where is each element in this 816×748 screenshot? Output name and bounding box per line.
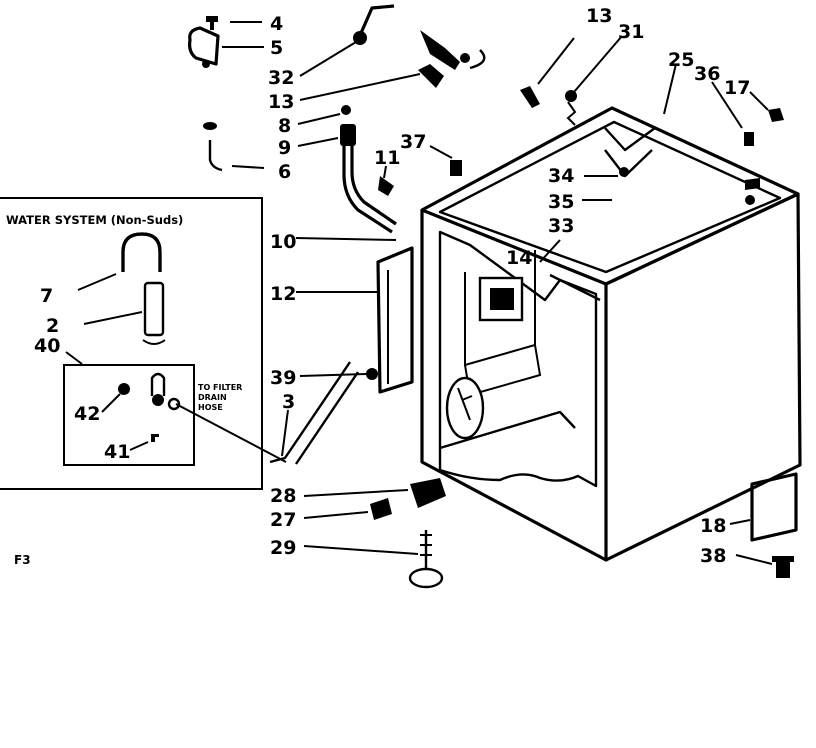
cabinet-25 <box>420 90 802 562</box>
callout-9: 9 <box>278 137 291 159</box>
inset-note-line1: TO FILTER <box>198 383 242 392</box>
callout-42: 42 <box>74 403 100 425</box>
callout-28: 28 <box>270 485 296 507</box>
callout-13-right: 13 <box>586 5 612 27</box>
callout-13-left: 13 <box>268 91 294 113</box>
hose-assembly <box>269 105 414 465</box>
water-system-inset: WATER SYSTEM (Non-Suds) TO FILTER DRAIN … <box>0 197 263 490</box>
callout-32: 32 <box>268 67 294 89</box>
inset-subbox-40 <box>63 364 195 466</box>
callout-31: 31 <box>618 21 644 43</box>
callout-17: 17 <box>724 77 750 99</box>
callout-7: 7 <box>40 285 53 307</box>
callout-5: 5 <box>270 37 283 59</box>
callout-14: 14 <box>506 247 532 269</box>
callout-18: 18 <box>700 515 726 537</box>
callout-10: 10 <box>270 231 296 253</box>
inset-note-line2: DRAIN <box>198 393 227 402</box>
callout-36: 36 <box>694 63 720 85</box>
bottom-parts <box>370 472 798 589</box>
callout-33: 33 <box>548 215 574 237</box>
callout-11: 11 <box>374 147 400 169</box>
callout-37: 37 <box>400 131 426 153</box>
inset-title: WATER SYSTEM (Non-Suds) <box>6 213 183 227</box>
callout-34: 34 <box>548 165 574 187</box>
callout-6: 6 <box>278 161 291 183</box>
callout-40: 40 <box>34 335 60 357</box>
callout-29: 29 <box>270 537 296 559</box>
callout-numbers: 4 5 32 13 8 9 6 11 37 10 12 39 3 13 31 2… <box>14 5 750 567</box>
top-left-parts <box>188 4 784 196</box>
inset-note-line3: HOSE <box>198 403 223 412</box>
callout-4: 4 <box>270 13 283 35</box>
callout-27: 27 <box>270 509 296 531</box>
callout-35: 35 <box>548 191 574 213</box>
callout-38: 38 <box>700 545 726 567</box>
callout-8: 8 <box>278 115 291 137</box>
leader-lines <box>65 21 773 565</box>
callout-41: 41 <box>104 441 130 463</box>
callout-2: 2 <box>46 315 59 337</box>
callout-3: 3 <box>282 391 295 413</box>
figure-reference: F3 <box>14 553 31 567</box>
callout-39: 39 <box>270 367 296 389</box>
callout-25: 25 <box>668 49 694 71</box>
callout-12: 12 <box>270 283 296 305</box>
inset-tube-2 <box>143 281 165 337</box>
